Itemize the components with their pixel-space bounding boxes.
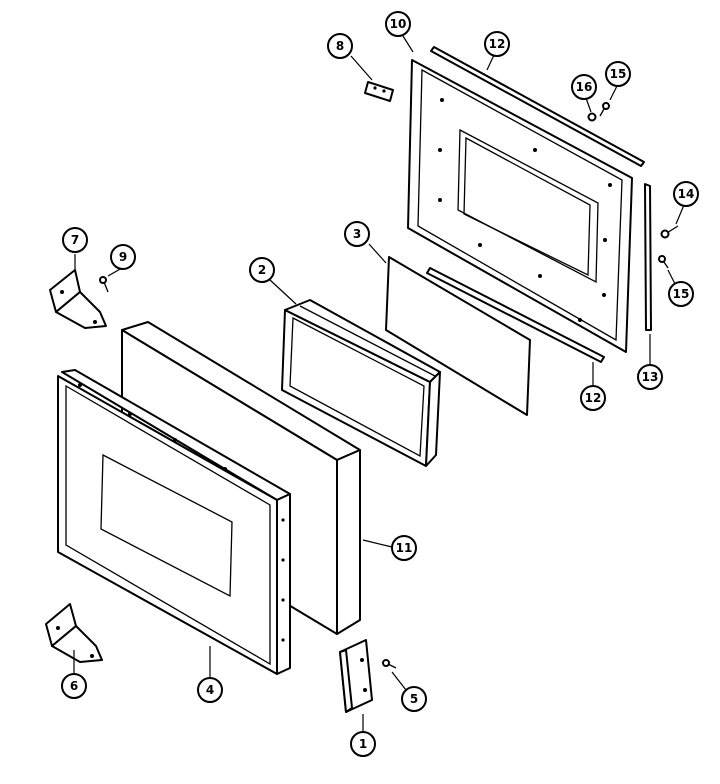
callout-3: 3 <box>344 221 370 247</box>
callout-label: 7 <box>71 233 79 247</box>
door-handle-bracket <box>339 639 373 713</box>
callout-15-lower: 15 <box>668 281 694 307</box>
callout-12-bottom: 12 <box>580 385 606 411</box>
callout-6: 6 <box>61 673 87 699</box>
callout-label: 5 <box>410 692 418 706</box>
lower-hinge <box>45 603 103 663</box>
callout-label: 12 <box>489 37 506 51</box>
screw-14 <box>660 225 679 239</box>
screw-15-lower <box>658 255 669 269</box>
nut-16 <box>587 112 597 122</box>
callout-label: 12 <box>585 391 602 405</box>
window-frame <box>281 299 441 467</box>
callout-14: 14 <box>673 181 699 207</box>
glass-panel <box>385 256 531 416</box>
callout-label: 16 <box>576 80 593 94</box>
callout-label: 11 <box>396 541 413 555</box>
callout-16: 16 <box>571 74 597 100</box>
callout-1: 1 <box>350 731 376 757</box>
callout-label: 14 <box>678 187 695 201</box>
callout-10: 10 <box>385 11 411 37</box>
callout-2: 2 <box>249 257 275 283</box>
screw-5 <box>382 659 397 669</box>
callout-11: 11 <box>391 535 417 561</box>
callout-label: 3 <box>353 227 361 241</box>
callout-8: 8 <box>327 33 353 59</box>
bottom-gasket-strip <box>426 267 605 363</box>
callout-label: 15 <box>610 67 627 81</box>
callout-label: 4 <box>206 683 214 697</box>
top-gasket-strip <box>430 46 645 167</box>
hinge-plate <box>364 81 394 102</box>
screw-15-upper <box>599 102 610 117</box>
callout-4: 4 <box>197 677 223 703</box>
callout-label: 15 <box>673 287 690 301</box>
callout-label: 10 <box>390 17 407 31</box>
upper-hinge <box>49 269 107 329</box>
callout-12-top: 12 <box>484 31 510 57</box>
callout-label: 2 <box>258 263 266 277</box>
side-gasket-strip <box>644 183 652 331</box>
inner-door-panel <box>407 59 633 353</box>
callout-9: 9 <box>110 244 136 270</box>
callout-7: 7 <box>62 227 88 253</box>
callout-13: 13 <box>637 364 663 390</box>
callout-5: 5 <box>401 686 427 712</box>
outer-door-panel <box>57 369 291 675</box>
callout-label: 6 <box>70 679 78 693</box>
screw-9 <box>99 276 109 293</box>
callout-label: 8 <box>336 39 344 53</box>
callout-label: 13 <box>642 370 659 384</box>
callout-label: 9 <box>119 250 127 264</box>
callout-15-upper: 15 <box>605 61 631 87</box>
callout-label: 1 <box>359 737 367 751</box>
